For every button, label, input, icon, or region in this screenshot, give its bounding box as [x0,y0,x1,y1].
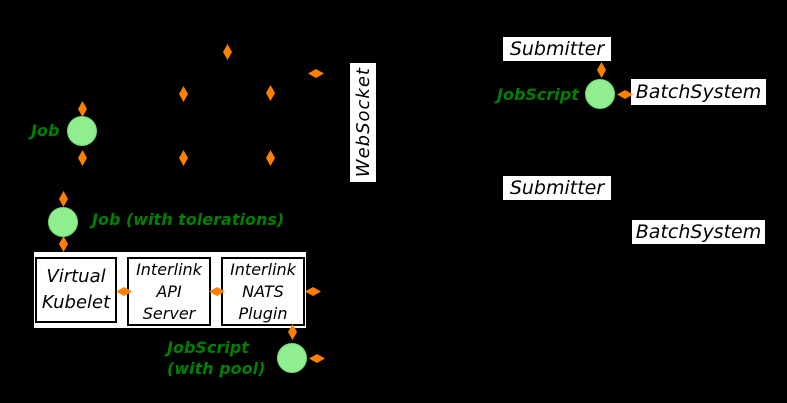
diamond-icon [266,150,275,166]
batchsystem-box-middle: BatchSystem [631,219,766,245]
virtual-kubelet-label-line2: Kubelet [41,292,111,313]
interlink-api-label-line2: API [156,281,182,301]
job-tolerations-label: Job (with tolerations) [92,210,285,229]
batchsystem-top-label: BatchSystem [635,81,762,103]
submitter-top-label: Submitter [509,38,605,60]
interlink-nats-label-line1: Interlink [230,259,296,279]
diamond-icon [223,44,232,60]
interlink-nats-plugin-box: Interlink NATS Plugin [221,257,305,326]
job-node-circle [67,116,97,146]
diamond-icon [308,69,324,78]
submitter-box-top: Submitter [502,36,612,62]
job-label: Job [31,121,60,140]
submitter-middle-label: Submitter [509,177,605,199]
diamond-icon [179,86,188,102]
diamond-icon [78,101,87,117]
diamond-icon [116,287,132,296]
interlink-api-label-line3: Server [142,303,196,323]
submitter-box-middle: Submitter [502,175,612,201]
interlink-nats-label-line2: NATS [242,281,284,301]
diamond-icon [209,287,225,296]
virtual-kubelet-box: Virtual Kubelet [35,257,117,323]
diamond-icon [59,236,68,252]
jobscript-pool-label-line1: JobScript [167,338,249,357]
jobscript-node-circle [585,79,615,109]
virtual-kubelet-label-line1: Virtual [46,266,106,287]
diamond-icon [309,354,325,363]
interlink-api-label-line1: Interlink [136,259,202,279]
batchsystem-middle-label: BatchSystem [635,221,762,243]
jobscript-label: JobScript [497,85,579,104]
interlink-api-server-box: Interlink API Server [127,257,211,326]
diamond-icon [179,150,188,166]
websocket-label: WebSocket [352,67,374,178]
interlink-nats-label-line3: Plugin [238,303,288,323]
diamond-icon [617,90,633,99]
diamond-icon [78,150,87,166]
websocket-box: WebSocket [349,62,377,183]
diamond-icon [305,287,321,296]
jobscript-pool-node-circle [277,343,307,373]
diamond-icon [59,191,68,207]
diamond-icon [266,85,275,101]
diamond-icon [288,324,297,340]
job-tolerations-node-circle [48,207,78,237]
batchsystem-box-top: BatchSystem [630,78,767,106]
jobscript-pool-label-line2: (with pool) [167,359,266,378]
jobscript-pool-label: JobScript (with pool) [167,337,265,379]
diamond-icon [597,62,606,78]
